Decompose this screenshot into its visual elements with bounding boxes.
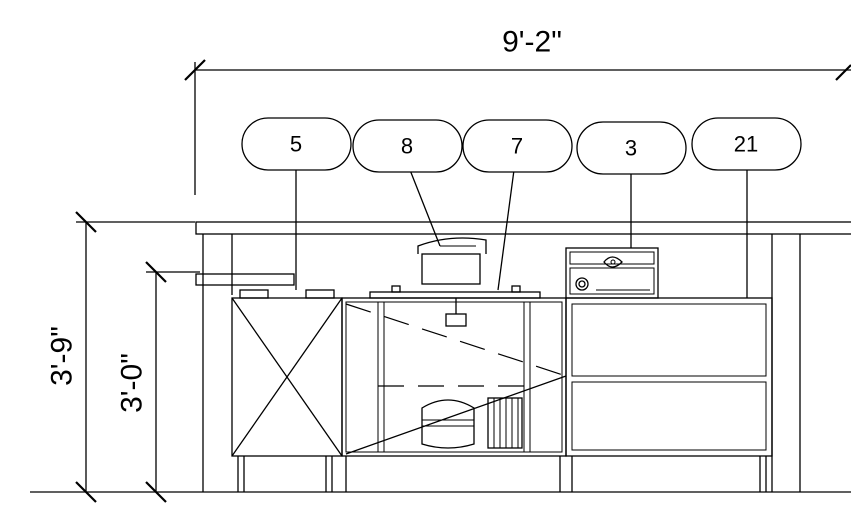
counter-height-label: 3'-0": [116, 353, 149, 413]
tag-label: 8: [401, 134, 413, 159]
water-tank: [421, 399, 475, 449]
wall-ledge: [195, 273, 295, 286]
tag-label: 3: [625, 136, 637, 161]
equipment-tag-7[interactable]: 7: [462, 119, 573, 173]
equipment-tag-5[interactable]: 5: [241, 117, 352, 171]
equipment-tag-3[interactable]: 3: [576, 121, 687, 175]
tag-label: 5: [290, 132, 302, 157]
equipment-tag-21[interactable]: 21: [691, 117, 802, 171]
condenser-coil: [487, 397, 523, 449]
width-dimension-label: 9'-2": [502, 26, 562, 59]
leader-lines: [295, 169, 748, 298]
tag-label: 21: [734, 132, 758, 157]
height-dimension-overall: 3'-9": [46, 211, 195, 503]
tag-label: 7: [511, 134, 523, 159]
left-cabinet: [231, 289, 343, 492]
countertop-warmer: [565, 247, 659, 299]
overall-height-label: 3'-9": [46, 326, 79, 386]
width-dimension: 9'-2": [184, 26, 851, 195]
right-cabinet: [565, 297, 773, 492]
fryer-basket: [417, 237, 487, 285]
middle-section: [341, 285, 567, 492]
height-dimension-counter: 3'-0": [116, 261, 200, 503]
equipment-tag-8[interactable]: 8: [352, 119, 463, 173]
